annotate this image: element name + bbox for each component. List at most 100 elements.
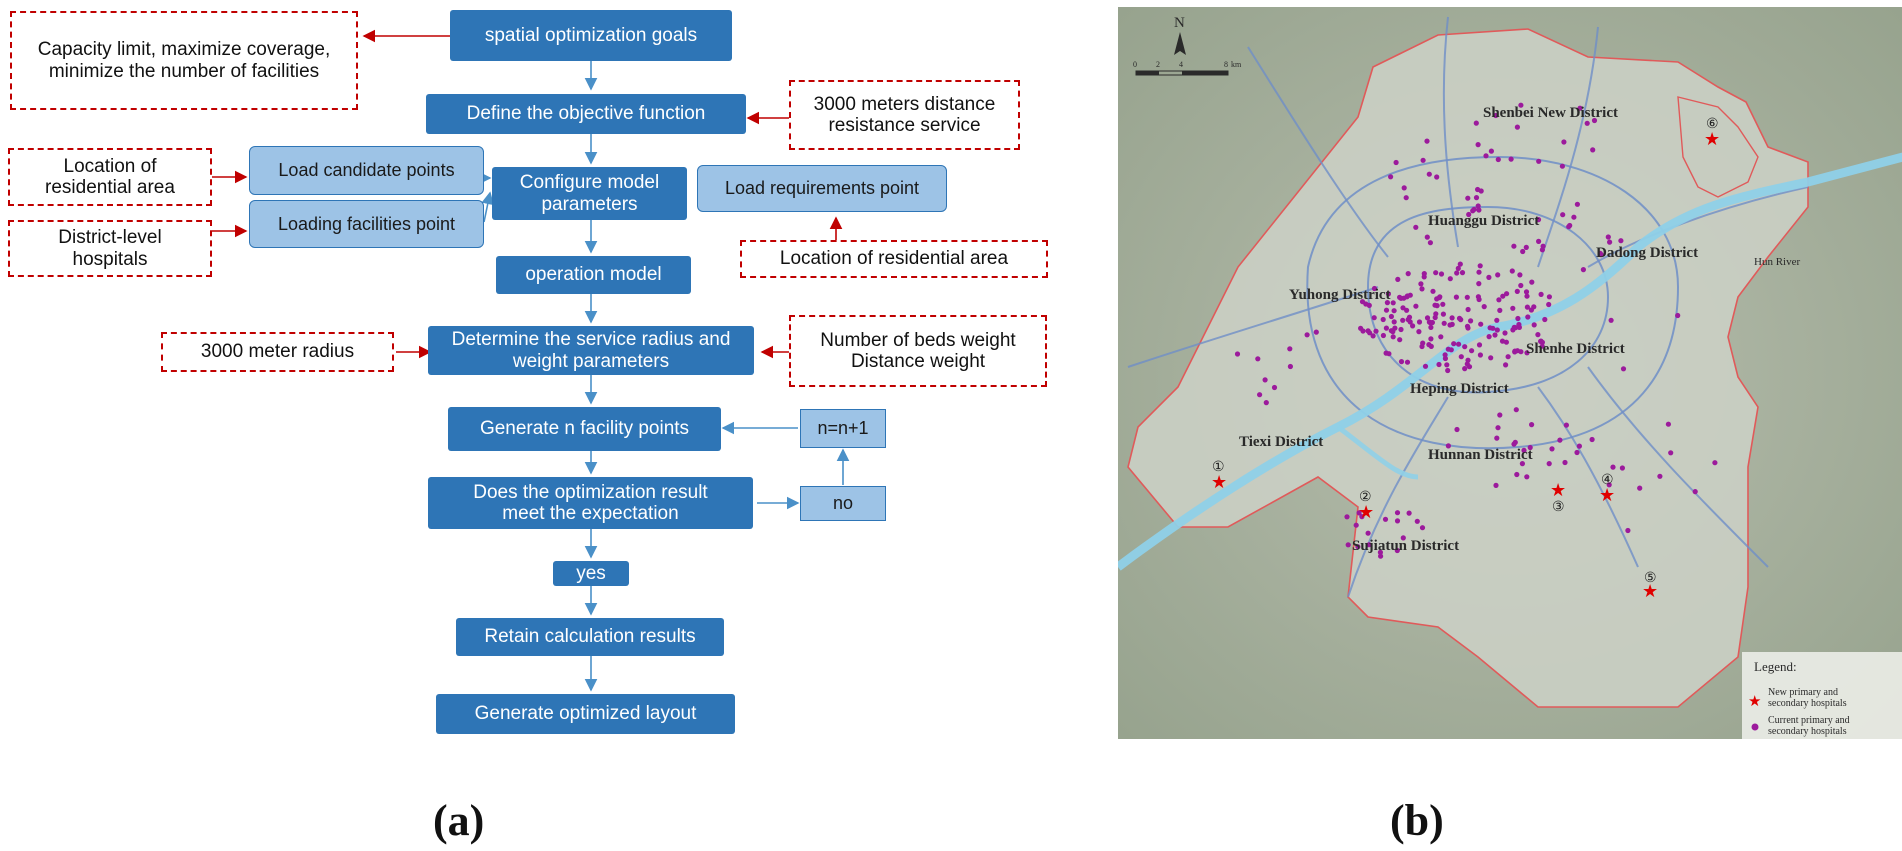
hospital-dot bbox=[1373, 328, 1379, 334]
hospital-dot bbox=[1413, 224, 1419, 230]
hospital-dot bbox=[1426, 342, 1432, 348]
hospital-dot bbox=[1580, 267, 1586, 273]
hospital-dot bbox=[1380, 332, 1386, 339]
hospital-dot bbox=[1509, 268, 1515, 274]
hospital-dot bbox=[1476, 342, 1483, 348]
hospital-dot bbox=[1523, 289, 1530, 295]
hospital-dot bbox=[1462, 366, 1468, 372]
hospital-dot bbox=[1567, 222, 1573, 229]
hospital-dot bbox=[1367, 330, 1373, 336]
hospital-dot bbox=[1562, 459, 1568, 466]
hospital-dot bbox=[1404, 307, 1410, 313]
hospital-dot bbox=[1395, 276, 1401, 282]
hospital-dot bbox=[1536, 238, 1542, 244]
scale-tick-8: 8 bbox=[1224, 60, 1228, 69]
hospital-dot bbox=[1524, 304, 1530, 310]
legend-star-icon: ★ bbox=[1748, 693, 1761, 710]
legend-new-line2: secondary hospitals bbox=[1768, 698, 1847, 709]
label-shenbei: Shenbei New District bbox=[1483, 105, 1618, 121]
compass: N bbox=[1174, 15, 1186, 55]
hospital-dot bbox=[1440, 311, 1446, 317]
hospital-dot bbox=[1455, 265, 1461, 271]
hospital-dot bbox=[1344, 514, 1350, 520]
hospital-dot bbox=[1610, 464, 1616, 470]
label-hun-river: Hun River bbox=[1754, 256, 1800, 268]
hospital-dot bbox=[1451, 341, 1457, 347]
hospital-dot bbox=[1445, 443, 1451, 449]
scale-tick-2: 2 bbox=[1156, 60, 1160, 69]
hospital-dot bbox=[1404, 359, 1411, 365]
hospital-dot bbox=[1495, 425, 1501, 431]
hospital-dot bbox=[1657, 473, 1663, 479]
hospital-dot bbox=[1449, 315, 1455, 321]
hospital-dot bbox=[1383, 325, 1389, 331]
hospital-dot bbox=[1358, 325, 1364, 331]
hospital-dot bbox=[1712, 460, 1718, 466]
hospital-dot bbox=[1465, 306, 1471, 313]
hospital-dot bbox=[1391, 308, 1397, 314]
district-labels: Shenbei New District Huanggu District Da… bbox=[1239, 105, 1800, 554]
hospital-dot bbox=[1468, 318, 1474, 324]
label-heping: Heping District bbox=[1410, 381, 1509, 397]
hospital-dot bbox=[1420, 157, 1426, 163]
hospital-dot bbox=[1421, 271, 1427, 277]
hospital-dot bbox=[1561, 139, 1567, 145]
input-residential-area-left: Location of residential area bbox=[8, 148, 212, 206]
hospital-dot bbox=[1427, 240, 1433, 246]
hospital-dot bbox=[1345, 542, 1351, 548]
hospital-dot bbox=[1433, 270, 1439, 276]
step-service-radius-weights: Determine the service radius and weight … bbox=[428, 326, 754, 375]
hospital-dot bbox=[1476, 269, 1482, 275]
step-generate-optimized-layout: Generate optimized layout bbox=[436, 694, 735, 734]
ring-road-inner bbox=[1366, 205, 1610, 394]
hospital-dot bbox=[1542, 316, 1548, 323]
label-sujiatun: Sujiatun District bbox=[1352, 538, 1459, 554]
hospital-dot bbox=[1574, 201, 1580, 207]
hospital-dot bbox=[1494, 435, 1500, 441]
hospital-dot bbox=[1518, 102, 1524, 108]
hospital-dot bbox=[1529, 422, 1535, 428]
hospital-dot bbox=[1464, 323, 1471, 329]
hospital-dot bbox=[1606, 482, 1612, 488]
input-service-radius: 3000 meter radius bbox=[161, 332, 394, 372]
hospital-dot bbox=[1433, 311, 1439, 317]
hospital-dot bbox=[1428, 324, 1434, 330]
hospital-dot bbox=[1511, 243, 1517, 249]
hospital-dot bbox=[1428, 320, 1434, 326]
label-dadong: Dadong District bbox=[1596, 245, 1698, 261]
hospital-dot bbox=[1418, 281, 1424, 287]
hospital-dot bbox=[1546, 301, 1552, 308]
hospital-dot bbox=[1605, 234, 1611, 240]
hospital-dot bbox=[1486, 334, 1492, 340]
hospital-dot bbox=[1234, 351, 1241, 357]
hospital-dot bbox=[1625, 527, 1631, 534]
river-branch bbox=[1336, 425, 1419, 480]
hospital-dot bbox=[1512, 348, 1518, 354]
hospital-dot bbox=[1378, 553, 1384, 559]
site-number-2: ② bbox=[1359, 488, 1372, 504]
hospital-dot bbox=[1502, 330, 1508, 336]
hospital-dot bbox=[1524, 474, 1530, 480]
scale-unit: km bbox=[1231, 60, 1242, 69]
site-number-6: ⑥ bbox=[1706, 115, 1719, 131]
hospital-dot bbox=[1539, 247, 1545, 253]
hospital-dot bbox=[1494, 317, 1500, 323]
hospital-dot bbox=[1413, 303, 1419, 309]
hospital-dot bbox=[1438, 271, 1445, 277]
hospital-dot bbox=[1355, 544, 1361, 550]
hospital-dot bbox=[1510, 305, 1516, 311]
hospital-dot bbox=[1497, 307, 1503, 313]
hospital-dot bbox=[1494, 327, 1500, 333]
hospital-dot bbox=[1515, 315, 1521, 322]
hospital-dot bbox=[1521, 447, 1527, 453]
hospital-dot bbox=[1359, 299, 1366, 305]
step-operation-model: operation model bbox=[496, 256, 691, 294]
hospital-dot bbox=[1359, 514, 1365, 520]
hospital-dot bbox=[1398, 326, 1404, 333]
hospital-dot bbox=[1471, 206, 1477, 212]
hospital-dot bbox=[1400, 535, 1406, 541]
hospital-dot bbox=[1393, 159, 1399, 166]
hospital-dot bbox=[1406, 510, 1412, 516]
hospital-dot bbox=[1263, 400, 1269, 406]
hospital-dot bbox=[1424, 315, 1431, 321]
